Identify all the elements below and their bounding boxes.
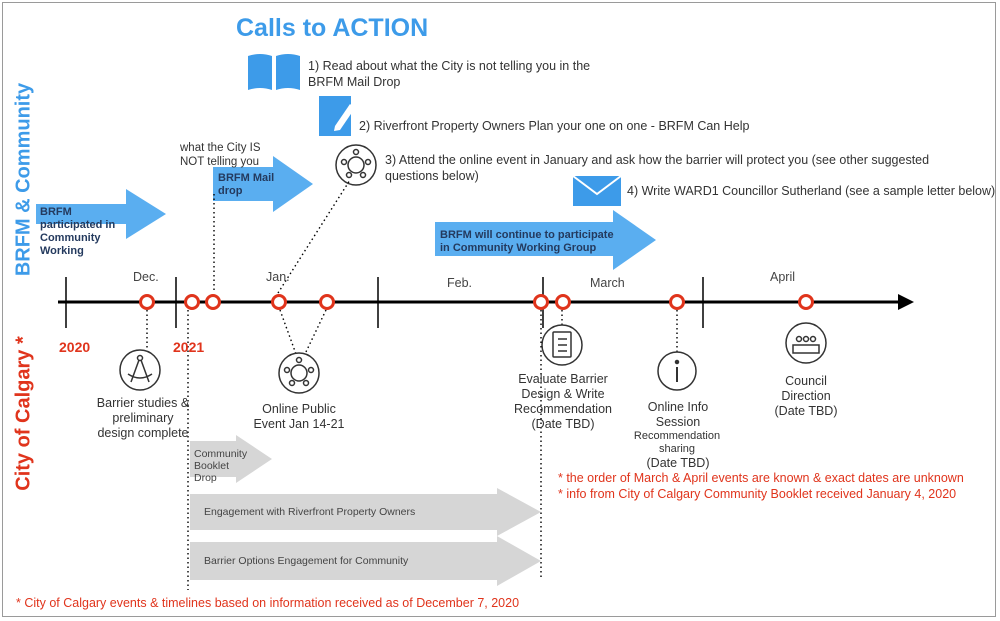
book-icon [248,54,300,90]
arrow-mail-drop [213,156,313,212]
marker-evaluate-b [555,294,571,310]
timeline-arrowhead [898,294,914,310]
arrow-brfm-participated [36,189,166,239]
label-engagement-owners: Engagement with Riverfront Property Owne… [204,506,416,518]
label-booklet: Community Booklet Drop [194,448,248,484]
note-footer: * City of Calgary events & timelines bas… [16,596,520,610]
note-booklet-info: * info from City of Calgary Community Bo… [558,487,957,501]
call-2: 2) Riverfront Property Owners Plan your … [359,119,750,133]
event-markers [139,294,814,310]
label-barrier-options: Barrier Options Engagement for Community [204,555,409,567]
event-council: Council Direction (Date TBD) [774,374,838,418]
arrow-engagement-owners [190,488,541,536]
page-title: Calls to ACTION [236,14,429,42]
document-pen-icon [319,96,355,136]
marker-mail-drop [205,294,221,310]
arrow-booklet [190,435,272,483]
label-brfm-participated: BRFM participated in Community Working [40,206,116,257]
event-info-session-sub: Recommendation sharing [633,430,721,455]
marker-evaluate-a [533,294,549,310]
year-2020: 2020 [59,339,91,355]
event-info-session: Online Info Session [647,400,709,429]
checklist-icon [541,324,583,366]
month-jan: Jan. [266,270,290,284]
marker-council [798,294,814,310]
event-info-session-date: (Date TBD) [646,456,710,470]
event-barrier-studies: Barrier studies & preliminary design com… [96,396,190,440]
month-feb: Feb. [447,276,473,290]
info-icon [657,351,697,391]
marker-info [669,294,685,310]
month-dec: Dec. [133,270,159,284]
call-3: 3) Attend the online event in January an… [385,153,930,183]
call-1: 1) Read about what the City is not telli… [308,59,591,89]
month-april: April [770,270,796,284]
marker-dec [139,294,155,310]
label-mail-drop: BRFM Mail drop [218,172,275,197]
compass-icon [119,349,161,391]
label-mail-drop-note: what the City IS NOT telling you [180,142,261,168]
month-march: March [590,276,625,290]
event-evaluate: Evaluate Barrier Design & Write Recommen… [514,372,612,431]
dotted-connectors [146,179,678,590]
arrow-continue [435,210,656,270]
group-meeting-icon [335,144,377,186]
year-2021: 2021 [173,339,205,355]
marker-booklet [184,294,200,310]
label-continue: BRFM will continue to participate in Com… [440,229,614,254]
event-online-public: Online Public Event Jan 14-21 [253,402,345,431]
side-label-city: City of Calgary * [12,336,35,491]
side-label-community: BRFM & Community [12,82,35,277]
online-event-icon [278,352,320,394]
marker-jan-b [319,294,335,310]
call-4: 4) Write WARD1 Councillor Sutherland (se… [627,184,996,198]
marker-jan-a [271,294,287,310]
arrow-barrier-options [190,536,541,586]
envelope-icon [572,175,622,206]
note-order: * the order of March & April events are … [558,471,964,485]
council-icon [785,322,827,364]
